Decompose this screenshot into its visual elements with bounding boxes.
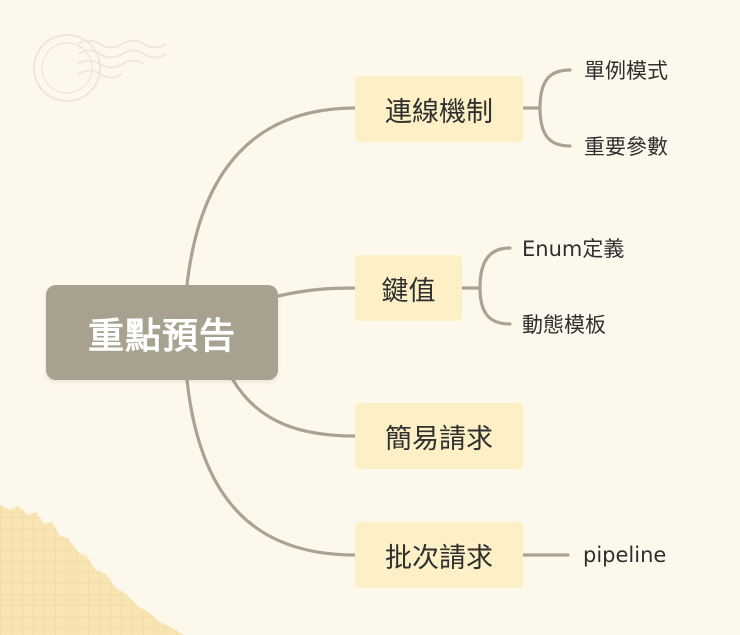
leaf-important-parameters[interactable]: 重要參數 — [584, 135, 668, 159]
branch-connection-mechanism[interactable]: 連線機制 — [355, 76, 523, 142]
connector-branch-1-child-2 — [538, 106, 572, 148]
connector-branch-2-child-2 — [478, 286, 512, 326]
leaf-singleton-pattern[interactable]: 單例模式 — [584, 59, 668, 83]
connector-branch-2-child-1 — [478, 246, 512, 290]
connector-root-branch-3 — [231, 378, 357, 438]
connector-root-branch-1 — [185, 106, 357, 287]
branch-batch-request[interactable]: 批次請求 — [355, 522, 523, 588]
postmark-stamp-icon — [33, 34, 167, 102]
leaf-pipeline[interactable]: pipeline — [583, 543, 667, 567]
branch-simple-request[interactable]: 簡易請求 — [355, 403, 523, 469]
leaf-enum-definition[interactable]: Enum定義 — [522, 237, 625, 261]
connector-root-branch-4 — [185, 378, 357, 557]
connector-root-branch-2 — [276, 286, 357, 298]
connector-branch-1-child-1 — [538, 68, 572, 110]
torn-grid-paper-corner — [0, 505, 184, 635]
leaf-dynamic-template[interactable]: 動態模板 — [522, 313, 606, 337]
branch-key-value[interactable]: 鍵值 — [355, 255, 462, 321]
root-topic[interactable]: 重點預告 — [46, 285, 278, 380]
